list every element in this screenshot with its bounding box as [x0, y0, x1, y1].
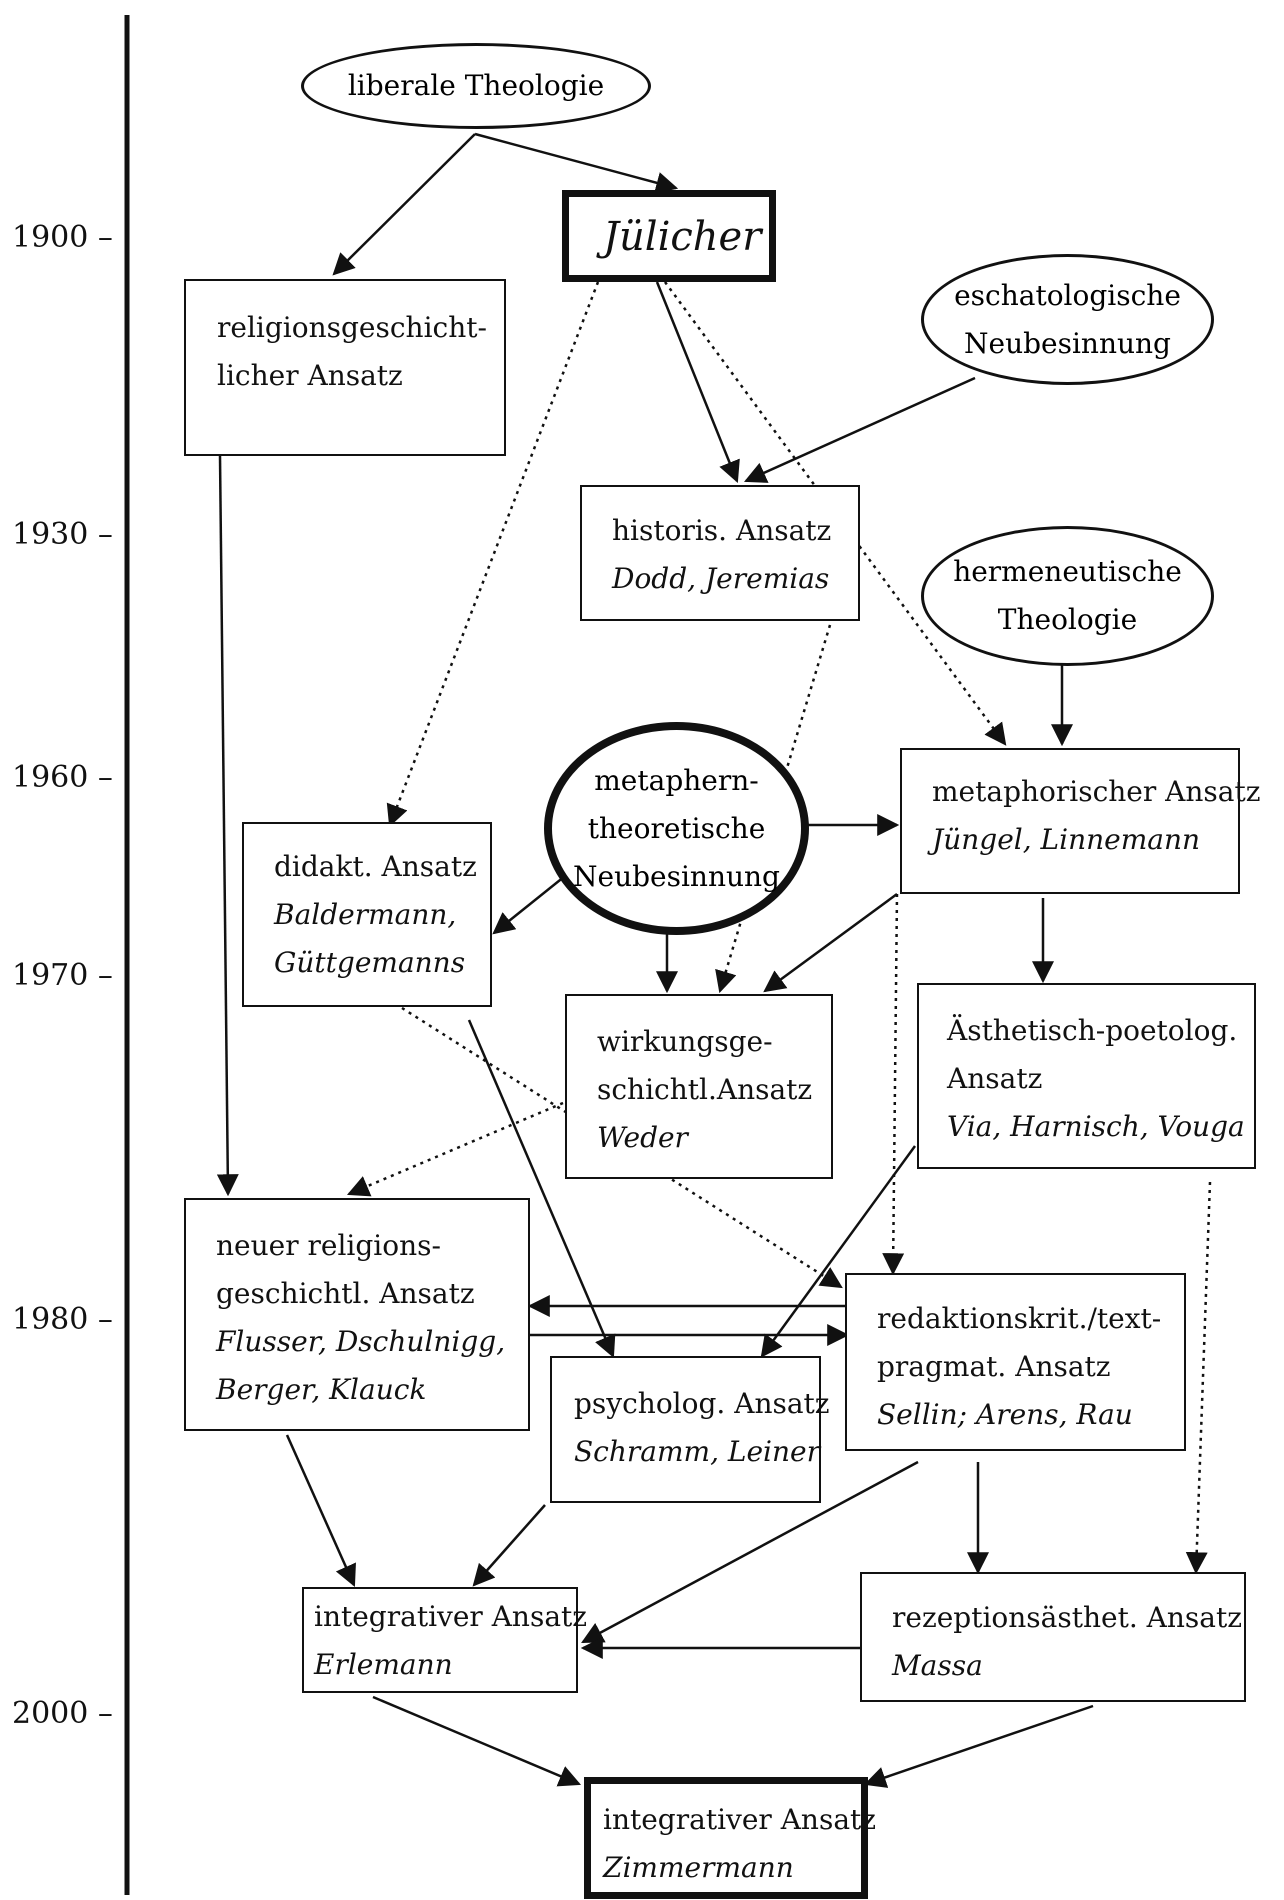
edge-eschato-historis — [743, 376, 976, 483]
node-psycho-names: Schramm, Leiner — [574, 1435, 820, 1468]
node-juelicher: Jülicher — [562, 190, 776, 282]
timeline-tick-2000: 2000 – — [12, 1696, 113, 1731]
node-juelicher-label: Jülicher — [603, 214, 762, 260]
node-didaktischer-ansatz: didakt. Ansatz Baldermann, Güttgemanns — [242, 822, 492, 1007]
edge-rezept-integ2 — [863, 1704, 1094, 1788]
timeline-tick-1980: 1980 – — [12, 1302, 113, 1337]
node-metaphor-names: Jüngel, Linnemann — [932, 823, 1201, 856]
edge-liberale-juelicher — [474, 132, 679, 194]
node-neuer-religionsgeschichtlicher-ansatz: neuer religions- geschichtl. Ansatz Flus… — [184, 1198, 530, 1431]
node-rezept-title: rezeptionsästhet. Ansatz — [892, 1601, 1242, 1634]
timeline-tick-1970: 1970 – — [12, 958, 113, 993]
node-psycho-title: psycholog. Ansatz — [574, 1387, 830, 1420]
node-redakt-line-1: redaktionskrit./text- — [877, 1302, 1162, 1335]
timeline-tick-1960: 1960 – — [12, 760, 113, 795]
edge-liberale-religions — [332, 133, 476, 276]
edge-aesthet-psycho — [760, 1145, 917, 1358]
edge-didakt-psycho — [467, 1019, 616, 1359]
node-integrativer-ansatz-zimmermann: integrativer Ansatz Zimmermann — [584, 1777, 877, 1899]
node-integ1-names: Erlemann — [314, 1648, 453, 1681]
node-metaphorischer-ansatz: metaphorischer Ansatz Jüngel, Linnemann — [900, 748, 1261, 894]
node-metatheo-line-1: metaphern- — [594, 763, 759, 797]
edge-religions-neuer — [216, 455, 239, 1197]
node-historischer-ansatz: historis. Ansatz Dodd, Jeremias — [580, 485, 860, 621]
edge-integ1-integ2 — [372, 1695, 582, 1787]
edge-neuer-integ1 — [285, 1434, 356, 1588]
node-religionsgeschichtlicher-ansatz: religionsgeschicht- licher Ansatz — [184, 279, 506, 456]
node-liberale-label: liberale Theologie — [347, 69, 605, 102]
node-wirkung-names: Weder — [597, 1121, 688, 1154]
node-religions-line-2: licher Ansatz — [217, 359, 403, 392]
edge-aesthet-rezept-dotted — [1185, 1181, 1212, 1575]
edge-redakt-integ1 — [581, 1460, 919, 1644]
node-metatheo-line-3: Neubesinnung — [573, 859, 780, 893]
node-eschatologische-neubesinnung: eschatologische Neubesinnung — [921, 254, 1214, 385]
node-redakt-names: Sellin; Arens, Rau — [877, 1398, 1133, 1431]
node-neuer-line-1: neuer religions- — [216, 1229, 441, 1262]
node-historis-names: Dodd, Jeremias — [612, 562, 830, 595]
node-hermeneut-line-1: hermeneutische — [953, 555, 1182, 588]
node-aesthetisch-poetologischer-ansatz: Ästhetisch-poetolog. Ansatz Via, Harnisc… — [917, 983, 1256, 1169]
edge-didakt-redakt-dotted — [401, 1006, 843, 1289]
node-aesthet-line-1: Ästhetisch-poetolog. — [947, 1014, 1238, 1047]
node-eschato-line-2: Neubesinnung — [964, 326, 1171, 360]
node-neuer-names-2: Berger, Klauck — [216, 1373, 427, 1406]
node-integ2-names: Zimmermann — [603, 1851, 794, 1884]
node-historis-title: historis. Ansatz — [612, 514, 832, 547]
node-didakt-title: didakt. Ansatz — [274, 850, 477, 883]
edge-psycho-integ1 — [472, 1504, 546, 1587]
node-metatheo-line-2: theoretische — [587, 811, 766, 845]
node-hermeneutische-theologie: hermeneutische Theologie — [921, 526, 1214, 666]
node-aesthet-line-2: Ansatz — [947, 1062, 1043, 1095]
node-psychologischer-ansatz: psycholog. Ansatz Schramm, Leiner — [550, 1356, 830, 1503]
node-didakt-names-1: Baldermann, — [274, 898, 457, 931]
edge-juelicher-historis — [655, 281, 740, 484]
node-metaphern-theoretische-neubesinnung: metaphern- theoretische Neubesinnung — [544, 722, 809, 935]
edge-juelicher-didakt-dotted — [386, 281, 600, 828]
node-integ2-title: integrativer Ansatz — [603, 1803, 877, 1836]
node-rezept-names: Massa — [892, 1649, 983, 1682]
node-wirkung-line-2: schichtl.Ansatz — [597, 1073, 813, 1106]
node-integrativer-ansatz-erlemann: integrativer Ansatz Erlemann — [302, 1587, 588, 1693]
node-liberale-theologie: liberale Theologie — [301, 43, 651, 129]
node-wirkungsgeschichtlicher-ansatz: wirkungsge- schichtl.Ansatz Weder — [565, 994, 833, 1179]
node-aesthet-names: Via, Harnisch, Vouga — [947, 1110, 1245, 1143]
node-religions-line-1: religionsgeschicht- — [217, 311, 487, 344]
node-neuer-line-2: geschichtl. Ansatz — [216, 1277, 475, 1310]
node-metaphor-title: metaphorischer Ansatz — [932, 775, 1261, 808]
edge-metaphor-wirkung — [763, 892, 898, 993]
node-wirkung-line-1: wirkungsge- — [597, 1025, 773, 1058]
node-redaktionskritischer-ansatz: redaktionskrit./text- pragmat. Ansatz Se… — [845, 1273, 1186, 1451]
node-rezeptionsaesthetischer-ansatz: rezeptionsästhet. Ansatz Massa — [860, 1572, 1246, 1702]
node-hermeneut-line-2: Theologie — [997, 603, 1138, 636]
node-redakt-line-2: pragmat. Ansatz — [877, 1350, 1111, 1383]
timeline-tick-1930: 1930 – — [12, 517, 113, 552]
timeline-tick-1900: 1900 – — [12, 220, 113, 255]
node-integ1-title: integrativer Ansatz — [314, 1600, 588, 1633]
node-eschato-line-1: eschatologische — [954, 278, 1181, 312]
edge-metaphor-redakt-dotted — [882, 893, 905, 1276]
node-didakt-names-2: Güttgemanns — [274, 946, 466, 979]
node-neuer-names-1: Flusser, Dschulnigg, — [216, 1325, 506, 1358]
edge-wirkung-neuer-dotted — [346, 1101, 564, 1197]
